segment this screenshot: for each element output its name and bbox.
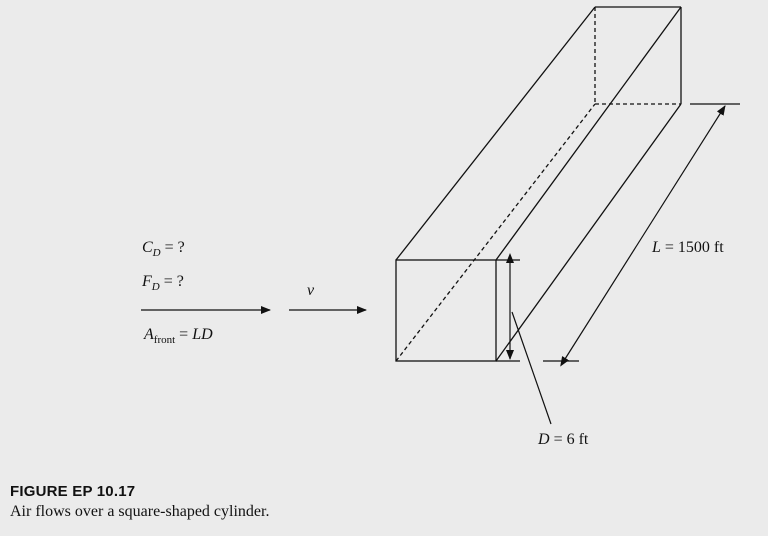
dim-d-leader [511,311,552,425]
fd-label: FD = ? [141,273,184,293]
front-face [395,259,497,362]
top-right-edge [495,6,682,261]
figure-caption-text: Air flows over a square-shaped cylinder. [10,503,270,520]
velocity-label: v [307,282,315,299]
hidden-bottom-left-edge [395,103,596,362]
top-left-edge [395,6,596,261]
dim-l-arrow [560,105,726,367]
square-cylinder [395,6,682,362]
dimension-l [543,103,740,367]
diameter-label: D = 6 ft [537,431,589,448]
figure-caption-title: FIGURE EP 10.17 [10,483,136,500]
afront-label: Afront = LD [143,326,213,346]
cd-label: CD = ? [142,239,185,259]
hidden-edges [395,7,681,362]
dimension-d [496,253,552,425]
length-label: L = 1500 ft [651,239,724,256]
